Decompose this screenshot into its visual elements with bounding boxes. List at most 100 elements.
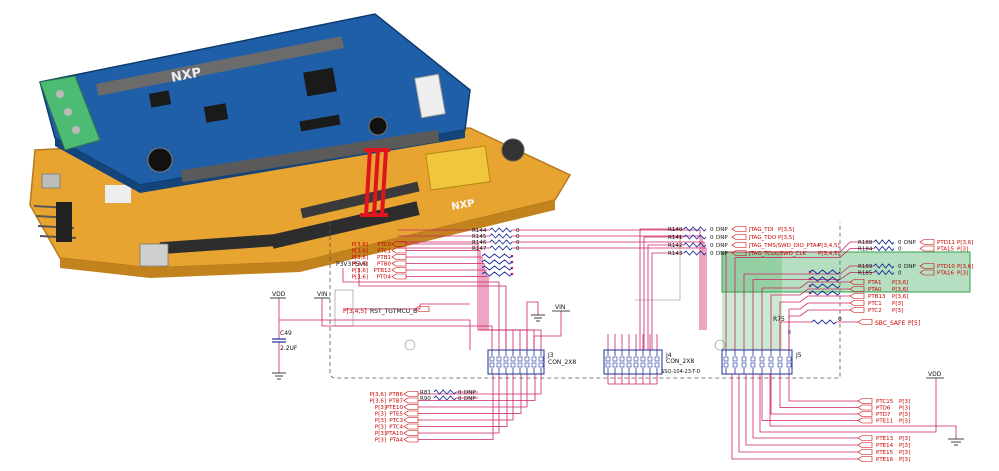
bottom-right-net: PTE15: [876, 450, 894, 456]
jtag-dnp-label: DNP: [716, 235, 728, 241]
bottom-left-wire: [418, 374, 514, 421]
right-signal-net: PTA1: [868, 280, 882, 286]
left-pin-header-body: [56, 202, 72, 242]
sbc-net-label: SBC_SAFE: [875, 320, 905, 327]
j4-pin-square: [612, 356, 618, 362]
c49-ref-label: C49: [280, 330, 292, 337]
net-page-label: P[3,6]: [352, 268, 368, 274]
capacitor-photo: [147, 147, 173, 173]
blue-header-strip: [96, 36, 344, 96]
right-page-label: P[3]: [957, 247, 968, 253]
j5-pin-square: [786, 356, 792, 362]
resistor-wire-out: [512, 229, 701, 330]
j4-type-label: CON_2X8: [666, 358, 694, 365]
bottom-right-flag: [857, 442, 873, 448]
r75-ref-label: R75: [773, 316, 785, 323]
bottom-right-flag: [857, 435, 873, 441]
right-signal-page: P[3]: [892, 301, 903, 307]
jtag-resistor-ref-label: R143: [668, 251, 683, 257]
jtag-flag: [731, 242, 747, 248]
highlight-region: [721, 251, 971, 293]
j3-pin-square: [524, 356, 530, 362]
right-signal-page: P[3,6]: [892, 280, 908, 286]
bottom-left-page: P[3]: [375, 425, 386, 431]
right-signal-wire: [779, 295, 850, 350]
j4-pin-square: [654, 356, 660, 362]
right-net-label: PTD10: [937, 264, 955, 270]
bottom-right-wire: [779, 374, 858, 408]
j4-pin-square: [654, 362, 660, 368]
right-top-wire: [743, 265, 874, 350]
bottom-right-wire: [788, 374, 858, 402]
right-signal-page: P[3]: [892, 308, 903, 314]
vdd-right-label: VDD: [928, 371, 942, 378]
resistor-r147: [489, 245, 513, 251]
signal-wire: [406, 243, 507, 350]
bottom-dnp-label: DNP: [464, 390, 476, 396]
j5-pin-square: [750, 362, 756, 368]
resistor-r90: [433, 395, 457, 401]
right-signal-flag: [849, 293, 865, 299]
jtag-page-label: P[3,4,5]: [818, 243, 840, 249]
jtag-wire: [651, 252, 684, 350]
resistor-r144: [489, 227, 513, 233]
bottom-left-net: PTC4: [389, 425, 403, 431]
right-resistor-value-label: 0: [898, 271, 902, 277]
j3-pin-square: [496, 356, 502, 362]
net-label-ptd4: PTD4: [377, 275, 392, 281]
resistor-wire-out: [512, 241, 705, 330]
chip: [299, 114, 341, 132]
right-signal-page: P[3,6]: [892, 294, 908, 300]
board-outline-dashed: [329, 222, 841, 379]
right-signal-wire: [788, 309, 850, 350]
vin-left-label: VIN: [317, 291, 327, 298]
bottom-right-flag: [857, 449, 873, 455]
j3-pin-square: [510, 356, 516, 362]
right-signal-flag: [849, 307, 865, 313]
usb-connector: [139, 243, 169, 267]
ground-symbol: [948, 438, 964, 446]
bottom-left-page: P[3,6]: [370, 399, 386, 405]
connector-j4-body: [603, 349, 663, 375]
bottom-right-net: PTE13: [876, 436, 894, 442]
right-dnp-label: DNP: [904, 264, 916, 270]
bottom-right-flag: [857, 456, 873, 462]
net-page-label: P[3,6]: [352, 262, 368, 268]
jtag-page-label: P[3,5]: [778, 235, 794, 241]
jtag-resistor-value-label: 0: [710, 251, 714, 257]
right-signal-net: PTB13: [868, 294, 886, 300]
p5v0-label: P5V0: [352, 261, 368, 268]
connector-pins: [489, 350, 792, 374]
j4-ref-label: J4: [665, 352, 672, 359]
signal-wire: [406, 276, 542, 350]
signal-wire: [406, 256, 521, 350]
bottom-left-wire: [418, 374, 542, 395]
j3-type-label: CON_2X8: [548, 359, 576, 366]
bottom-right-wire: [731, 374, 858, 460]
j4-pin-square: [612, 362, 618, 368]
resistor-ref-label: R146: [472, 240, 487, 246]
bottom-board-logo: NXP: [451, 198, 476, 213]
jtag-resistor-value-label: 0: [710, 227, 714, 233]
net-page-label: P[3,6]: [352, 242, 368, 248]
right-signal-wire: [770, 288, 850, 350]
blue-header-strip: [180, 129, 440, 183]
bottom-left-page: P[3]: [375, 438, 386, 444]
stacked-resistor: [481, 253, 513, 259]
right-signal-flag: [849, 300, 865, 306]
bottom-left-wire: [418, 374, 500, 434]
sbc-page-label: P[5]: [908, 320, 920, 327]
jtag-wire: [647, 244, 684, 350]
j5-pin-square: [750, 356, 756, 362]
right-resistor-ref-label: R184: [858, 247, 873, 253]
j3-pin-square: [538, 356, 544, 362]
resistor-r146: [489, 239, 513, 245]
jtag-dnp-label: DNP: [716, 243, 728, 249]
orange-board-edge: [60, 200, 555, 278]
right-resistor-ref-label: R185: [858, 271, 873, 277]
bottom-left-net: PTE10: [386, 405, 404, 411]
jtag-page-label: P[3,4,5]: [818, 251, 840, 257]
capacitor-c49: [272, 338, 286, 343]
vin-mid-wire: [533, 311, 562, 350]
